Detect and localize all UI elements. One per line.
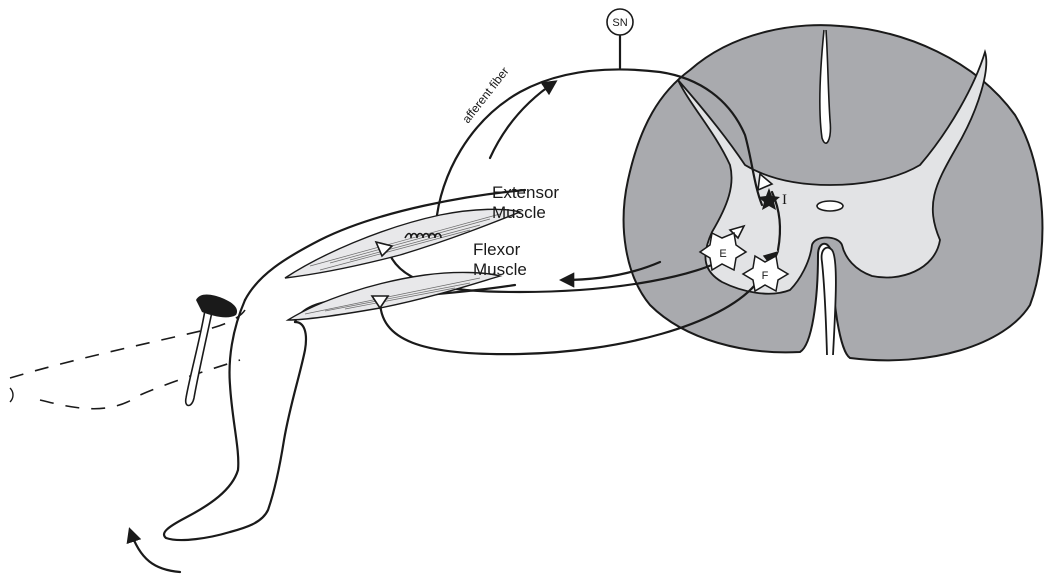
sensory-neuron-label: SN <box>612 17 627 29</box>
hammer-handle <box>186 310 212 406</box>
leg <box>10 190 525 540</box>
central-canal <box>817 201 843 211</box>
spinal-cord-cross-section <box>624 25 1043 360</box>
interneuron-label: I <box>782 192 787 208</box>
leg-kick-arrow <box>130 530 180 572</box>
flexor-muscle <box>288 272 500 320</box>
flexor-label-line2: Muscle <box>473 260 527 279</box>
flexor-label-line1: Flexor <box>473 240 521 259</box>
extensor-motor-neuron-label: E <box>719 248 726 260</box>
flexor-muscle-shape <box>288 272 500 320</box>
afferent-fiber-label: afferent fiber <box>459 64 511 126</box>
lower-leg-outline <box>164 300 306 540</box>
extensor-label-line1: Extensor <box>492 183 559 202</box>
anterior-median-fissure <box>822 248 836 355</box>
afferent-signal-arrow <box>490 82 555 158</box>
extensor-label-line2: Muscle <box>492 203 546 222</box>
hammer-head <box>196 295 237 318</box>
previous-foot-position <box>10 388 13 402</box>
previous-leg-position-lower <box>40 360 240 409</box>
flexor-motor-neuron-label: F <box>762 270 769 282</box>
